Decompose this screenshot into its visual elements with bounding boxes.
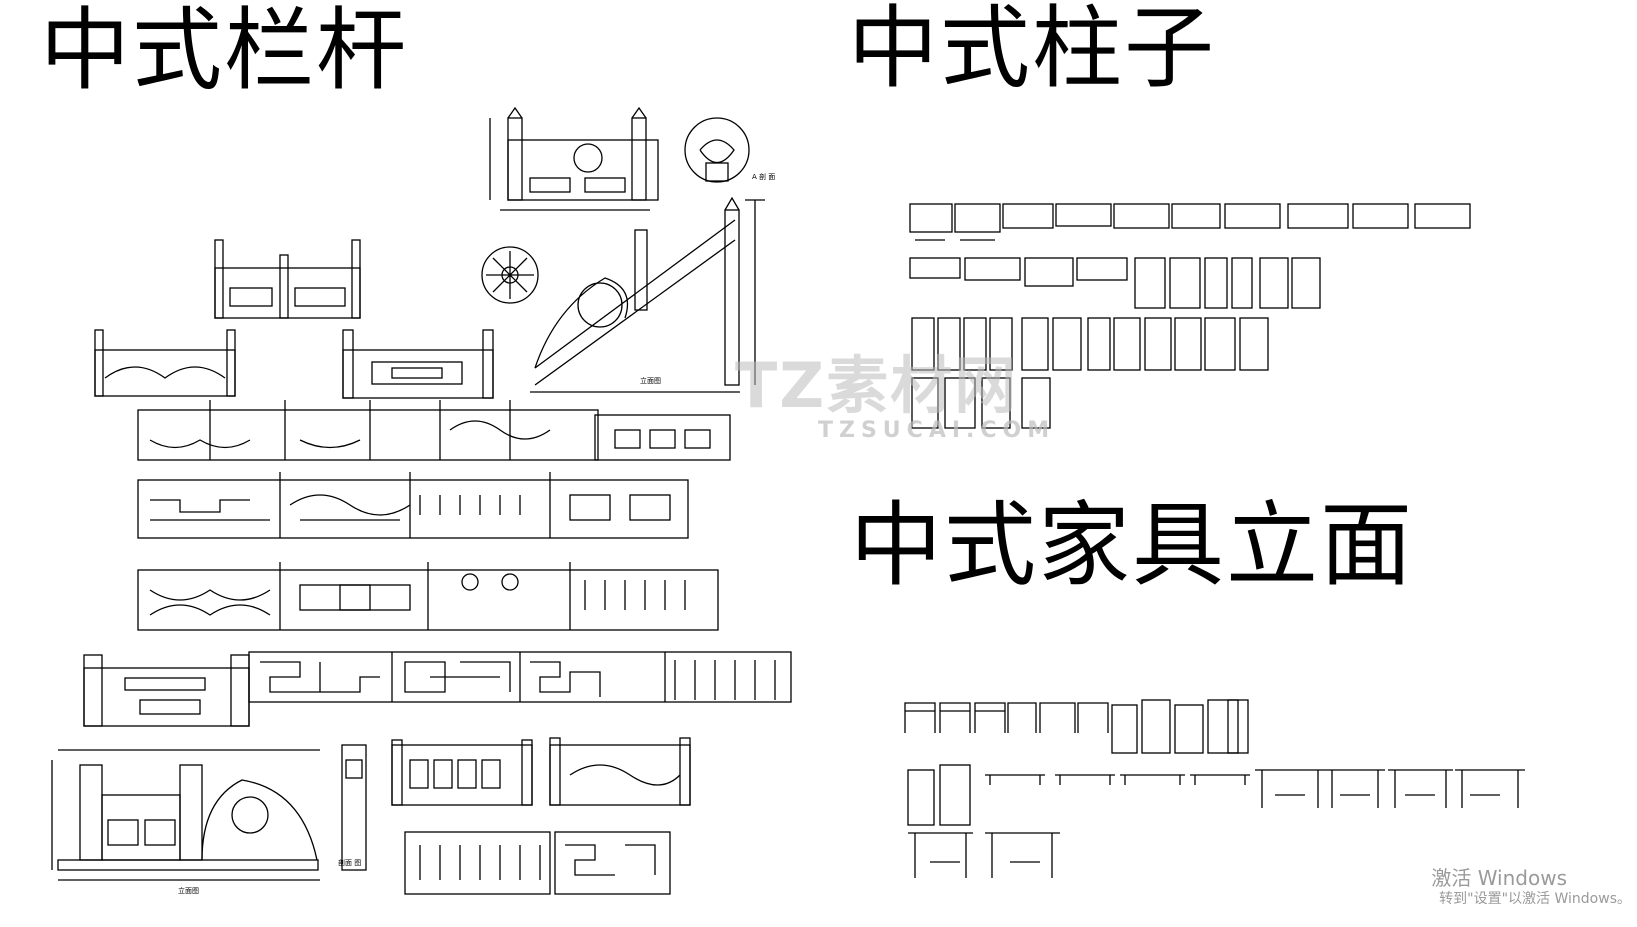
elevation-label: 立面图 — [178, 887, 199, 895]
railing-row-9 — [404, 831, 671, 895]
stair-label: 立面图 — [640, 377, 661, 385]
columns-row-3 — [911, 317, 1269, 371]
stair-railing — [481, 196, 765, 393]
railings-title: 中式栏杆 — [40, 0, 408, 103]
watermark-logo: TZ素材网 — [735, 349, 1019, 422]
railing-row-8 — [391, 737, 691, 806]
section-label: 剖面 图 — [338, 859, 362, 867]
railing-row-6 — [137, 562, 719, 631]
furniture-row-3 — [908, 832, 1060, 878]
activation-title: 激活 Windows — [1431, 866, 1567, 890]
activation-hint: 转到"设置"以激活 Windows。 — [1439, 891, 1631, 907]
furniture-title: 中式家具立面 — [850, 492, 1415, 599]
watermark-url: TZSUCAI.COM — [818, 418, 1056, 443]
railing-row-4 — [137, 400, 731, 461]
railing-row-3 — [94, 329, 494, 399]
railing-detail-top — [489, 106, 750, 211]
columns-title: 中式柱子 — [848, 0, 1216, 101]
railing-row-5 — [137, 472, 689, 539]
columns-row-2 — [909, 257, 1321, 309]
columns-row-1 — [909, 203, 1471, 241]
railing-row-2 — [214, 239, 361, 319]
furniture-row-2 — [907, 764, 1525, 826]
railing-elevation-bottom — [51, 744, 367, 881]
railing-row-7 — [83, 651, 792, 727]
furniture-row-1 — [904, 699, 1249, 754]
railing-section-label: A 剖 面 — [752, 173, 776, 181]
columns-row-4 — [911, 377, 1051, 429]
